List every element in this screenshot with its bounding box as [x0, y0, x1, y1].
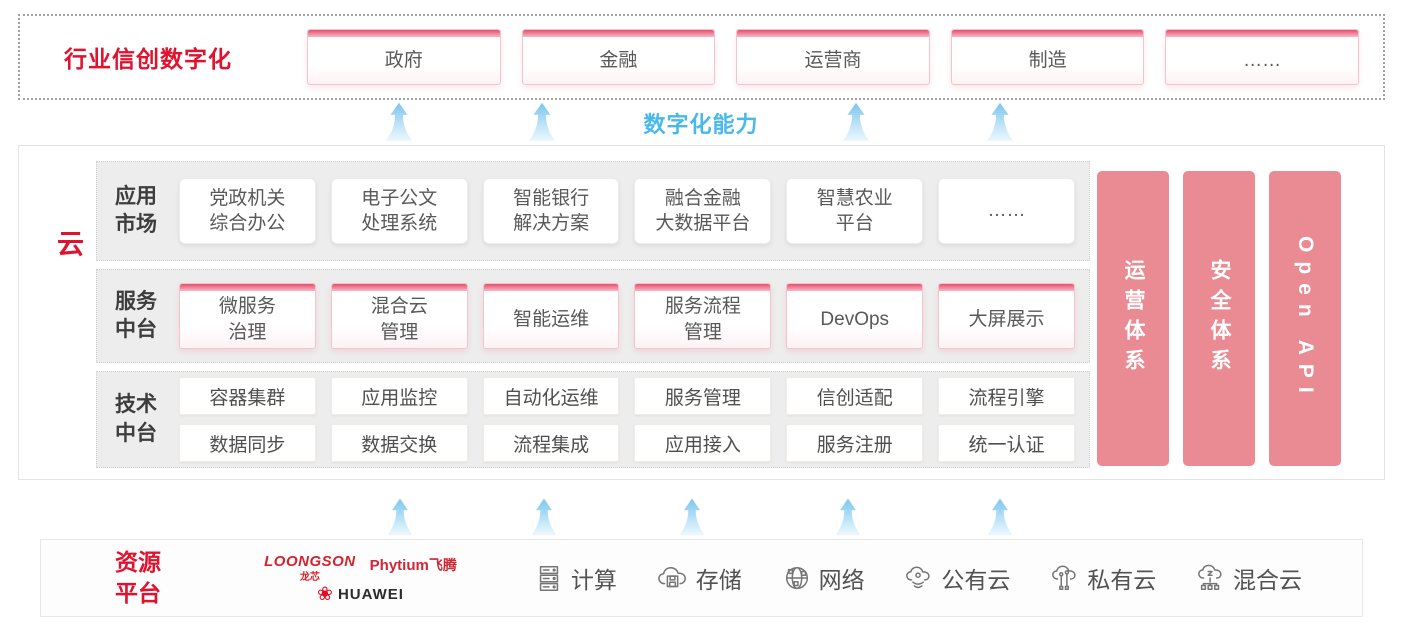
capability-strip: 数字化能力: [0, 100, 1402, 145]
up-arrow-icon: [387, 498, 413, 536]
service-card: 服务流程 管理: [634, 283, 772, 349]
service-card: 混合云 管理: [330, 283, 468, 349]
service-card: 智能运维: [482, 283, 620, 349]
compute-server-icon: [539, 566, 559, 591]
resource-item-label: 公有云: [941, 567, 1011, 593]
tech-card: 统一认证: [938, 424, 1075, 462]
tech-card: 流程集成: [482, 424, 620, 462]
sector-list: 政府 金融 运营商 制造 ……: [307, 29, 1359, 85]
app-card-list: 党政机关 综合办公 电子公文 处理系统 智能银行 解决方案 融合金融 大数据平台…: [179, 178, 1075, 244]
tech-card: 应用接入: [634, 424, 772, 462]
tech-card: 服务管理: [634, 377, 772, 415]
resource-item-private-cloud: 私有云: [1050, 561, 1156, 595]
vendor-logos: LOONGSON 龙芯 Phytium飞腾 ❀ HUAWEI: [233, 553, 488, 604]
app-card: 融合金融 大数据平台: [634, 178, 772, 244]
tech-card: 信创适配: [786, 377, 924, 415]
pillar-list: 运营体系 安全体系 Open API: [1097, 171, 1341, 466]
row-label-app-market: 应用市场: [115, 184, 157, 236]
app-card: 智慧农业 平台: [786, 178, 924, 244]
app-card: 党政机关 综合办公: [179, 178, 316, 244]
resource-item-public-cloud: 公有云: [904, 561, 1010, 595]
sector-card: 政府: [307, 29, 501, 85]
up-arrow-icon: [986, 102, 1014, 142]
industry-banner: 行业信创数字化 政府 金融 运营商 制造 ……: [18, 14, 1385, 100]
resource-item-label: 混合云: [1233, 567, 1303, 593]
up-arrow-icon: [842, 102, 870, 142]
resource-item-list: 计算 存储: [514, 561, 1322, 595]
up-arrow-icon: [385, 102, 413, 142]
tech-card: 容器集群: [179, 377, 316, 415]
service-platform-row: 服务中台 微服务 治理 混合云 管理 智能运维 服务流程 管理 DevOps 大…: [96, 269, 1090, 363]
up-arrow-icon: [528, 102, 556, 142]
tech-card: 数据同步: [179, 424, 316, 462]
phytium-logo: Phytium飞腾: [370, 555, 457, 575]
huawei-logo: ❀ HUAWEI: [317, 585, 404, 604]
loongson-cn: 龙芯: [299, 571, 320, 583]
up-arrow-icon: [835, 498, 861, 536]
resource-item-label: 网络: [818, 567, 865, 593]
resource-platform-title: 资源平台: [115, 548, 161, 606]
sector-card: 制造: [950, 29, 1145, 85]
tech-card: 自动化运维: [482, 377, 620, 415]
huawei-wordmark: HUAWEI: [337, 585, 404, 603]
service-card: 大屏展示: [938, 283, 1075, 349]
tech-card-row-bottom: 数据同步 数据交换 流程集成 应用接入 服务注册 统一认证: [179, 424, 1075, 462]
phytium-wordmark: Phytium: [369, 556, 429, 574]
up-arrow-icon: [531, 498, 557, 536]
row-label-service-platform: 服务中台: [115, 289, 157, 341]
tech-platform-row: 技术中台 容器集群 应用监控 自动化运维 服务管理 信创适配 流程引擎: [96, 371, 1090, 468]
loongson-logo: LOONGSON 龙芯: [264, 553, 356, 583]
pillar-bar: 安全体系: [1183, 171, 1255, 466]
private-cloud-icon: [1052, 565, 1076, 590]
tech-card-row-top: 容器集群 应用监控 自动化运维 服务管理 信创适配 流程引擎: [179, 377, 1075, 415]
tech-card: 服务注册: [786, 424, 924, 462]
resource-item-storage: 存储: [657, 561, 742, 595]
public-cloud-icon: [906, 566, 930, 589]
resource-item-label: 存储: [695, 567, 742, 593]
phytium-cn: 飞腾: [428, 556, 457, 573]
service-card-list: 微服务 治理 混合云 管理 智能运维 服务流程 管理 DevOps 大屏展示: [179, 283, 1075, 349]
service-card: DevOps: [786, 283, 924, 349]
app-market-row: 应用市场 党政机关 综合办公 电子公文 处理系统 智能银行 解决方案 融合金融 …: [96, 161, 1090, 261]
storage-icon: [657, 566, 686, 588]
app-card: 智能银行 解决方案: [482, 178, 620, 244]
cloud-platform-box: 神州信息信创云 应用市场 党政机关 综合办公 电子公文 处理系统 智能银行 解决…: [18, 145, 1385, 480]
tech-card: 应用监控: [330, 377, 468, 415]
app-card: ……: [938, 178, 1075, 244]
resource-item-label: 私有云: [1087, 567, 1157, 593]
sector-card: ……: [1165, 29, 1359, 85]
pillar-bar: 运营体系: [1097, 171, 1169, 466]
tech-card: 数据交换: [330, 424, 468, 462]
network-icon: [785, 566, 808, 590]
hybrid-cloud-icon: [1198, 564, 1222, 590]
up-arrow-icon: [987, 498, 1013, 536]
industry-banner-label: 行业信创数字化: [64, 46, 232, 72]
loongson-wordmark: LOONGSON: [264, 552, 356, 570]
tech-card: 流程引擎: [938, 377, 1075, 415]
capability-label: 数字化能力: [643, 112, 759, 137]
huawei-flower-icon: ❀: [317, 583, 333, 605]
resource-item-compute: 计算: [534, 561, 617, 595]
sector-card: 金融: [521, 29, 716, 85]
row-label-tech-platform: 技术中台: [115, 393, 157, 445]
resource-item-network: 网络: [782, 561, 865, 595]
resource-item-hybrid-cloud: 混合云: [1196, 561, 1302, 595]
resource-arrow-strip: [0, 496, 1402, 538]
up-arrow-icon: [679, 498, 705, 536]
service-card: 微服务 治理: [179, 283, 316, 349]
resource-platform-panel: 资源平台 LOONGSON 龙芯 Phytium飞腾 ❀ HUAWEI: [40, 539, 1363, 617]
sector-card: 运营商: [736, 29, 930, 85]
app-card: 电子公文 处理系统: [330, 178, 468, 244]
tech-card-grid: 容器集群 应用监控 自动化运维 服务管理 信创适配 流程引擎 数据: [179, 377, 1075, 462]
resource-item-label: 计算: [570, 567, 617, 593]
pillar-bar: Open API: [1269, 171, 1341, 466]
